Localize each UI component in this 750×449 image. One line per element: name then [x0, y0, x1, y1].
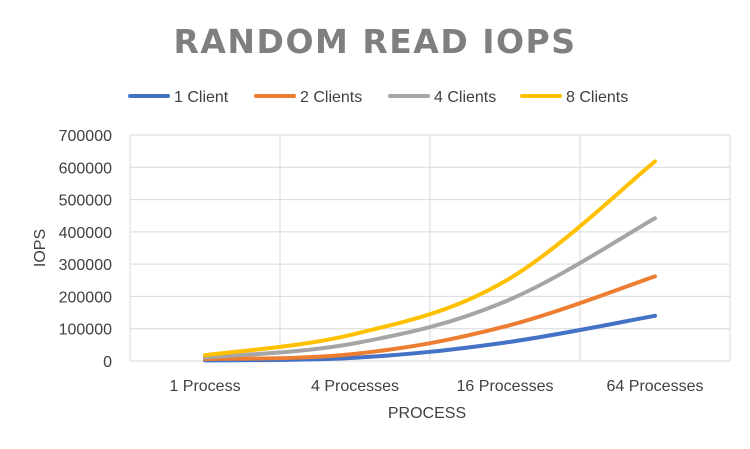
legend-label: 4 Clients	[434, 89, 496, 106]
series-line	[203, 159, 657, 358]
x-tick-label: 16 Processes	[457, 378, 554, 395]
legend: 1 Client 2 Clients 4 Clients 8 Clients	[128, 89, 628, 106]
chart-title: RANDOM READ IOPS	[173, 22, 576, 61]
y-axis-label: IOPS	[32, 229, 49, 267]
series-line	[203, 274, 657, 362]
series-lines	[203, 159, 657, 363]
x-tick-label: 4 Processes	[311, 378, 399, 395]
gridlines	[129, 134, 731, 362]
y-tick-label: 600000	[59, 160, 112, 177]
y-axis-ticks: 0 100000 200000 300000 400000 500000 600000 700…	[59, 128, 112, 371]
x-tick-label: 1 Process	[169, 378, 240, 395]
y-tick-label: 0	[103, 354, 112, 371]
y-tick-label: 300000	[59, 257, 112, 274]
legend-label: 8 Clients	[566, 89, 628, 106]
series-line	[203, 216, 657, 360]
legend-label: 1 Client	[174, 89, 229, 106]
x-axis-ticks: 1 Process 4 Processes 16 Processes 64 Proce…	[169, 378, 703, 395]
x-tick-label: 64 Processes	[607, 378, 704, 395]
y-tick-label: 500000	[59, 193, 112, 210]
y-tick-label: 700000	[59, 128, 112, 145]
x-axis-label: PROCESS	[388, 405, 466, 422]
legend-label: 2 Clients	[300, 89, 362, 106]
y-tick-label: 200000	[59, 289, 112, 306]
y-tick-label: 400000	[59, 225, 112, 242]
y-tick-label: 100000	[59, 322, 112, 339]
